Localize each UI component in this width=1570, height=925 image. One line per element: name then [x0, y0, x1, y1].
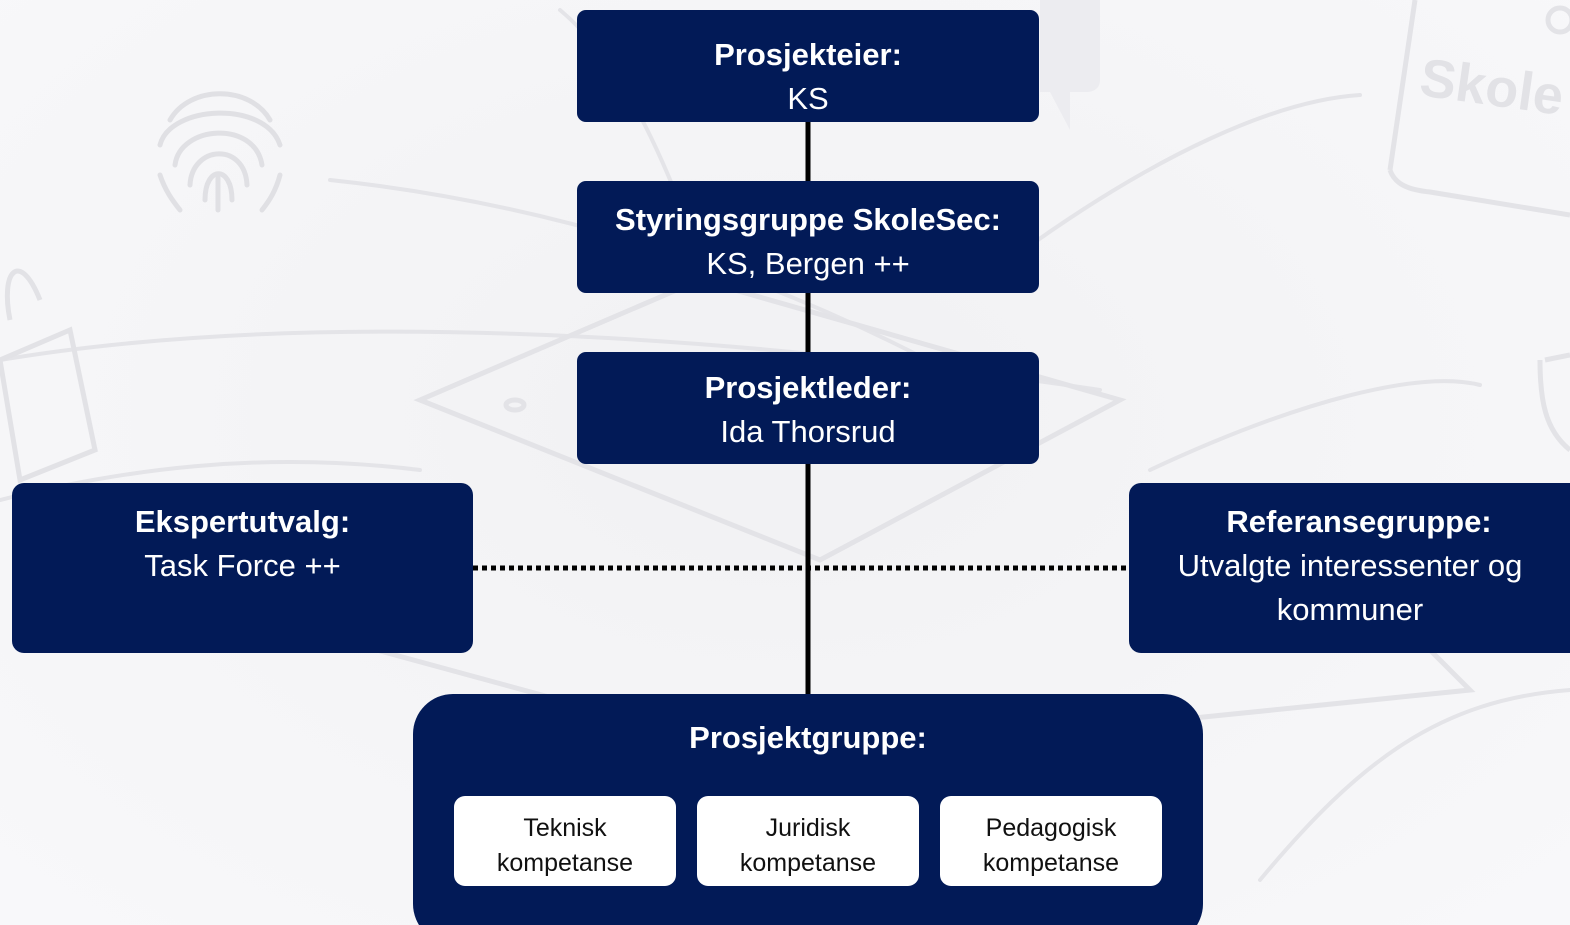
reference-group-box: Referansegruppe: Utvalgte interessenter … — [1129, 483, 1570, 653]
competence-card-pedagogical: Pedagogisk kompetanse — [940, 796, 1162, 886]
project-group-title: Prosjektgruppe: — [689, 720, 927, 755]
steering-group-members: KS, Bergen ++ — [706, 246, 910, 281]
reference-group-members-line1: Utvalgte interessenter og — [1177, 548, 1523, 583]
competence-card-line2: kompetanse — [982, 849, 1120, 877]
fingerprint-icon — [157, 91, 283, 213]
project-owner-title: Prosjekteier: — [714, 37, 902, 72]
competence-card-line1: Teknisk — [523, 814, 607, 842]
project-lead-title: Prosjektleder: — [704, 370, 912, 405]
project-lead-name: Ida Thorsrud — [720, 414, 896, 449]
competence-card-line2: kompetanse — [496, 849, 634, 877]
competence-card-line2: kompetanse — [739, 849, 877, 877]
expert-panel-box: Ekspertutvalg: Task Force ++ — [12, 483, 473, 653]
expert-panel-title: Ekspertutvalg: — [134, 504, 351, 539]
shield-icon — [1387, 0, 1570, 452]
padlock-icon — [0, 268, 98, 484]
reference-group-members-line2: kommuner — [1276, 592, 1424, 627]
project-owner-name: KS — [787, 81, 829, 116]
competence-card-technical: Teknisk kompetanse — [454, 796, 676, 886]
competence-card-line1: Pedagogisk — [985, 814, 1117, 842]
steering-group-title: Styringsgruppe SkoleSec: — [615, 202, 1001, 237]
project-owner-box: Prosjekteier: KS — [577, 10, 1039, 122]
expert-panel-members: Task Force ++ — [144, 548, 341, 583]
competence-card-legal: Juridisk kompetanse — [697, 796, 919, 886]
steering-group-box: Styringsgruppe SkoleSec: KS, Bergen ++ — [577, 181, 1039, 293]
competence-card-line1: Juridisk — [765, 814, 851, 842]
project-lead-box: Prosjektleder: Ida Thorsrud — [577, 352, 1039, 464]
reference-group-title: Referansegruppe: — [1226, 504, 1492, 539]
project-group-box: Prosjektgruppe: Teknisk kompetanse Jurid… — [413, 694, 1203, 925]
phone-icon — [1040, 0, 1100, 130]
